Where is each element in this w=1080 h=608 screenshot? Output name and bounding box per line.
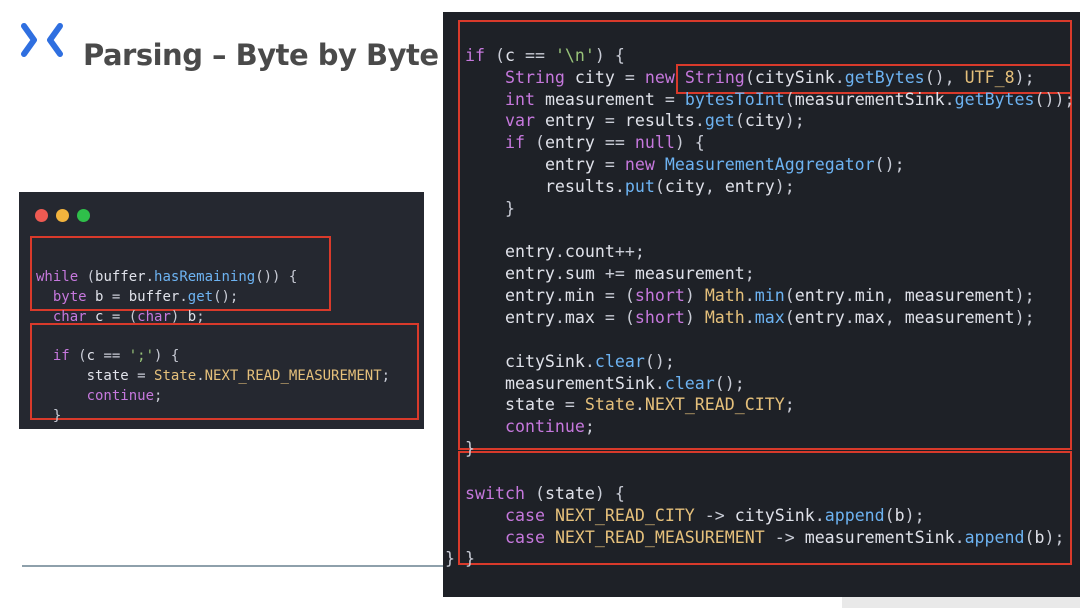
code-line: entry.max = (short) Math.max(entry.max, … [504, 307, 1035, 327]
code-line: String city = new String(citySink.getByt… [504, 67, 1035, 87]
code-line: entry.min = (short) Math.min(entry.min, … [504, 286, 1035, 306]
divider-line [22, 565, 447, 567]
company-logo-icon [21, 23, 63, 57]
newline-highlight-box [458, 20, 1072, 450]
separator-highlight-box [30, 323, 419, 420]
code-line: continue; [86, 388, 163, 404]
code-line [465, 220, 1075, 242]
code-line: entry.sum += measurement; [504, 264, 755, 284]
code-line: results.put(city, entry); [544, 176, 795, 196]
code-line: } [465, 549, 475, 569]
loop-code: while (buffer.hasRemaining()) { byte b =… [36, 247, 297, 327]
code-line: var entry = results.get(city); [504, 111, 805, 131]
code-line: entry = new MeasurementAggregator(); [544, 155, 905, 175]
main-code-window [443, 12, 1080, 597]
code-line: continue; [504, 417, 595, 437]
code-line: while (buffer.hasRemaining()) { [36, 269, 298, 285]
loop-highlight-box [30, 236, 331, 311]
window-close-dot [35, 209, 48, 222]
separator-code: if (c == ';') { state = State.NEXT_READ_… [36, 326, 390, 426]
code-line: char c = (char) b; [52, 309, 205, 325]
code-line: state = State.NEXT_READ_MEASUREMENT; [86, 368, 391, 384]
slide-title: Parsing – Byte by Byte [83, 38, 439, 72]
code-line: byte b = buffer.get(); [52, 289, 239, 305]
switch-code: switch (state) { case NEXT_READ_CITY -> … [465, 461, 1065, 570]
bytes-to-int-highlight-box [676, 64, 1072, 94]
closing-brace: } [445, 549, 455, 568]
switch-highlight-box [458, 451, 1072, 565]
code-line: } [465, 439, 475, 459]
newline-code: if (c == '\n') { String city = new Strin… [465, 23, 1075, 460]
code-line: int measurement = bytesToInt(measurement… [504, 89, 1075, 109]
code-line: citySink.clear(); [504, 351, 675, 371]
code-line: entry.count++; [504, 242, 645, 262]
code-line: if (entry == null) { [504, 133, 705, 153]
code-line [465, 329, 1075, 351]
code-line: switch (state) { [465, 483, 625, 503]
window-zoom-dot [77, 209, 90, 222]
window-minimize-dot [56, 209, 69, 222]
bottom-strip [842, 597, 1080, 608]
code-line: measurementSink.clear(); [504, 373, 745, 393]
code-line: case NEXT_READ_CITY -> citySink.append(b… [504, 505, 925, 525]
code-line: if (c == '\n') { [465, 45, 625, 65]
code-line: state = State.NEXT_READ_CITY; [504, 395, 795, 415]
code-line: if (c == ';') { [52, 348, 180, 364]
code-line: case NEXT_READ_MEASUREMENT -> measuremen… [504, 527, 1065, 547]
code-line: } [36, 408, 62, 424]
code-line: } [465, 198, 515, 218]
